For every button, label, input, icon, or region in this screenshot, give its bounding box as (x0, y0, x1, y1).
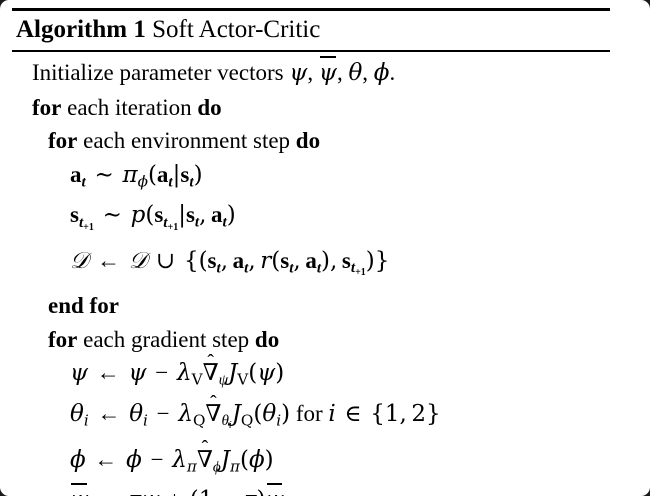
learning-rate-lambda-v: λV (177, 360, 203, 389)
index-set: {1, 2} (370, 401, 441, 428)
operator-minus: − (150, 446, 164, 472)
nabla-hat-icon: ˆ∇ (202, 352, 219, 386)
line-for-gradient-step: for each gradient step do (12, 323, 640, 357)
keyword-for: for (48, 128, 78, 153)
operator-minus: − (156, 401, 170, 427)
operator-sim: ∼ (94, 161, 114, 187)
buffer-D: 𝒟 (70, 247, 89, 274)
line-end-for-env: end for (12, 289, 640, 323)
keyword-for: for (48, 326, 78, 352)
operator-minus: − (219, 487, 238, 496)
algorithm-number: 1 (133, 16, 146, 43)
line-initialize: Initialize parameter vectors ψ, ψ, θ, ϕ. (12, 55, 640, 91)
line-buffer-update: 𝒟 ← 𝒟 ∪ {(st, at, r(st, at), st+1)} (70, 247, 390, 278)
keyword-for: for (32, 94, 62, 120)
param-theta-i: θi (70, 401, 89, 430)
param-phi: ϕ (70, 446, 86, 473)
policy-pi: πϕ (122, 161, 148, 190)
objective-J-Q: JQ (231, 401, 254, 430)
index-i: i (328, 401, 336, 428)
param-psi: ψ (70, 360, 89, 387)
transition-p: p (130, 202, 146, 229)
keyword-do: do (197, 94, 222, 120)
nabla-hat-icon: ˆ∇ (205, 392, 222, 427)
vector-s-t-plus-1: st+1 (70, 202, 94, 233)
algorithm-block: Algorithm 1 Soft Actor-Critic Initialize… (12, 8, 640, 496)
operator-arrow: ← (97, 401, 121, 427)
keyword-do: do (295, 128, 321, 153)
line-sample-action: at ∼ πϕ(at|st) (70, 161, 203, 190)
text-each-gradient-step: each gradient step (83, 326, 250, 352)
symbol-phi: ϕ (373, 60, 390, 86)
operator-arrow: ← (94, 446, 118, 472)
initialize-label: Initialize parameter vectors (32, 60, 284, 85)
keyword-end-for: end for (48, 293, 119, 319)
operator-arrow: ← (94, 487, 123, 496)
line-sample-state: st+1 ∼ p(st+1|st, at) (70, 202, 236, 233)
objective-J-V: JV (228, 360, 249, 389)
algorithm-caption-prefix: Algorithm 1 (16, 16, 146, 43)
buffer-D: 𝒟 (128, 247, 148, 274)
line-update-target: ψ ← τψ + (1 − τ)ψ (12, 483, 640, 496)
algorithm-caption-title: Soft Actor-Critic (152, 16, 321, 43)
vector-a-t: at (70, 161, 86, 190)
operator-arrow: ← (97, 247, 121, 273)
line-for-iteration: for each iteration do (12, 91, 640, 125)
keyword-do: do (254, 326, 280, 352)
algorithm-caption: Algorithm 1 Soft Actor-Critic (12, 11, 640, 50)
nabla-hat-icon: ˆ∇ (196, 438, 213, 472)
param-psi-bar: ψ (70, 483, 88, 496)
operator-in: ∈ (344, 401, 362, 427)
algorithm-caption-rule (12, 50, 610, 52)
learning-rate-lambda-pi: λπ (172, 446, 197, 475)
learning-rate-lambda-q: λQ (178, 401, 206, 430)
algorithm-body: Initialize parameter vectors ψ, ψ, θ, ϕ.… (12, 52, 640, 496)
operator-cup: ∪ (155, 247, 176, 273)
objective-J-pi: Jπ (220, 446, 240, 475)
operator-plus: + (165, 487, 184, 496)
symbol-theta: θ (348, 60, 363, 86)
symbol-psi-bar: ψ (319, 55, 337, 91)
symbol-psi: ψ (289, 60, 308, 86)
operator-sim: ∼ (102, 202, 122, 228)
text-each-iteration: each iteration (67, 94, 192, 120)
line-for-env-step: for each environment step do (12, 124, 640, 158)
text-each-environment-step: each environment step (83, 128, 291, 153)
operator-arrow: ← (96, 360, 120, 386)
operator-minus: − (155, 360, 169, 386)
symbol-tau: τ (129, 487, 142, 496)
text-for-i: for (295, 401, 323, 427)
algorithm-top-rule (12, 8, 610, 11)
